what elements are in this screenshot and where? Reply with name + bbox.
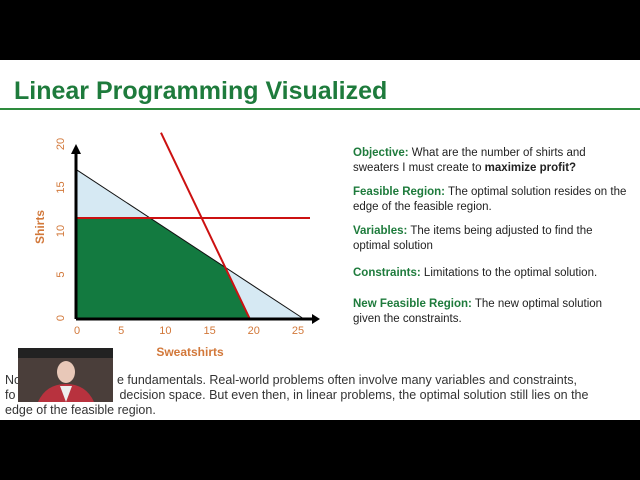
x-tick-label: 5	[118, 325, 124, 337]
x-axis-label: Sweatshirts	[156, 345, 224, 359]
note-constraints: Constraints: Limitations to the optimal …	[353, 267, 598, 279]
slide-title: Linear Programming Visualized	[14, 77, 388, 105]
y-tick-label: 0	[55, 315, 67, 321]
y-tick-label: 20	[55, 138, 67, 150]
x-tick-label: 25	[292, 325, 304, 337]
y-axis-label: Shirts	[33, 210, 47, 244]
original-constraint-line	[76, 169, 303, 319]
note-objective: Objective: What are the number of shirts…	[353, 147, 586, 174]
x-tick-label: 0	[74, 325, 80, 337]
webcam-overlay	[18, 348, 113, 402]
x-tick-label: 20	[248, 325, 260, 337]
y-tick-label: 5	[55, 271, 67, 277]
note-new-feasible-region: New Feasible Region: The new optimal sol…	[353, 298, 603, 325]
presenter-video	[18, 348, 113, 402]
note-variables: Variables: The items being adjusted to f…	[353, 225, 593, 252]
x-axis-arrow	[312, 314, 320, 324]
note-feasible-region: Feasible Region: The optimal solution re…	[353, 186, 627, 213]
chart: 0 5 10 15 20 25 0 5 10 15 20 Sweatshirts Shirts	[33, 132, 320, 359]
x-tick-label: 15	[203, 325, 215, 337]
x-tick-label: 10	[159, 325, 171, 337]
steep-constraint-line	[160, 132, 251, 319]
new-feasible-region	[77, 217, 250, 318]
title-underline	[0, 108, 640, 110]
y-tick-label: 15	[55, 181, 67, 193]
y-axis-arrow	[71, 144, 81, 154]
y-tick-label: 10	[55, 225, 67, 237]
